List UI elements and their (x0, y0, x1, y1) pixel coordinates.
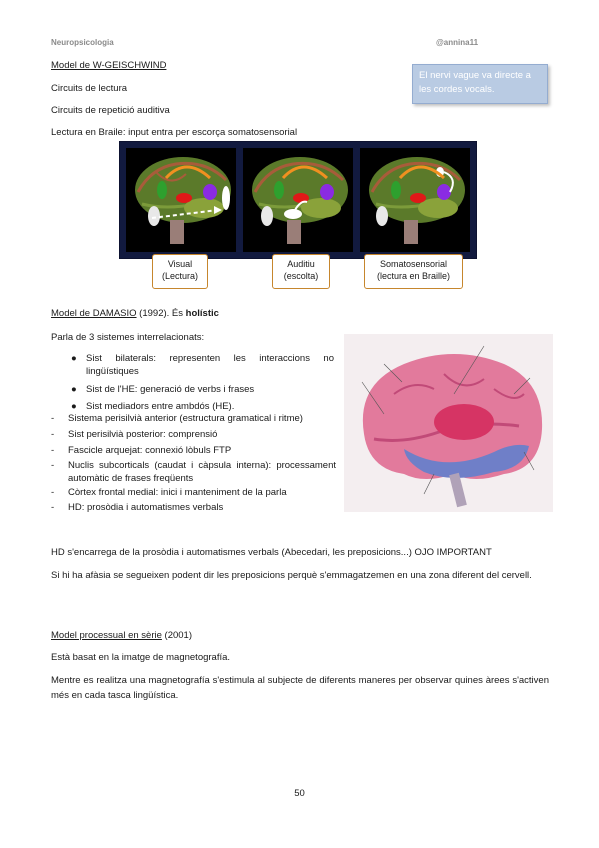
caption-line: Somatosensorial (379, 259, 448, 269)
brain-panel-auditory (243, 148, 353, 252)
header-right: @annina11 (436, 38, 479, 47)
list-item: -Sist perisilvià posterior: comprensió (51, 428, 336, 441)
paragraph-aphasia: Si hi ha afàsia se segueixen podent dir … (51, 570, 532, 581)
list-item-text: Sistema perisilvià anterior (estructura … (68, 413, 303, 424)
section-title-bold: holístic (185, 308, 219, 319)
caption-somatosensory: Somatosensorial (lectura en Braille) (364, 254, 463, 289)
list-item-text: Nuclis subcorticals (caudat i càpsula in… (68, 460, 336, 484)
section-title-damasio: Model de DAMASIO (1992). És holístic (51, 307, 219, 320)
brain-panel-visual (126, 148, 236, 252)
section-title-suffix: (1992). És (136, 308, 186, 319)
list-item-text: Sist bilaterals: representen les interac… (86, 353, 334, 377)
text-line: Està basat en la imatge de magnetografía… (51, 652, 231, 663)
brain-diagram (252, 157, 348, 244)
text-line: Circuits de lectura (51, 83, 128, 94)
section-title-text: Model de DAMASIO (51, 308, 137, 319)
header-left: Neuropsicologia (51, 38, 114, 47)
list-item: ●Sist mediadors entre ambdós (HE). (71, 401, 235, 412)
caption-visual: Visual (Lectura) (152, 254, 208, 289)
brain-panel-somatosensory (360, 148, 470, 252)
page-number: 50 (294, 788, 305, 799)
list-item-text: Còrtex frontal medial: inici i mantenime… (68, 487, 287, 498)
list-item: -Sistema perisilvià anterior (estructura… (51, 412, 336, 425)
list-item-text: Fascicle arquejat: connexió lòbuls FTP (68, 445, 232, 456)
caption-auditory: Auditiu (escolta) (272, 254, 330, 289)
list-item: -Còrtex frontal medial: inici i mantenim… (51, 486, 336, 499)
caption-line: Auditiu (287, 259, 315, 269)
list-item: -Nuclis subcorticals (caudat i càpsula i… (51, 460, 336, 484)
caption-line: Visual (167, 259, 193, 269)
brain-cortex-illustration (344, 334, 553, 512)
list-item: -HD: prosòdia i automatismes verbals (51, 501, 336, 514)
brain-cortex-diagram (361, 345, 543, 508)
list-item: -Fascicle arquejat: connexió lòbuls FTP (51, 444, 336, 457)
paragraph-important: HD s'encarrega de la prosòdia i automati… (51, 547, 492, 558)
caption-line: (Lectura) (161, 271, 198, 281)
section-title-suffix: (2001) (161, 630, 193, 641)
section-title-serial: Model processual en sèrie (2001) (51, 629, 192, 642)
text-line: Circuits de repetició auditiva (51, 105, 170, 116)
list-item: ●Sist bilaterals: representen les intera… (71, 353, 334, 377)
list-item-text: Sist mediadors entre ambdós (HE). (86, 401, 235, 412)
brain-diagram (135, 157, 231, 244)
text-line: Parla de 3 sistemes interrelacionats: (51, 332, 205, 343)
brain-diagram (369, 157, 465, 244)
section-title-text: Model processual en sèrie (51, 630, 162, 641)
caption-line: (lectura en Braille) (376, 271, 451, 281)
list-item-text: Sist perisilvià posterior: comprensió (68, 429, 218, 440)
list-item-text: HD: prosòdia i automatismes verbals (68, 502, 224, 513)
list-item-text: Sist de l'HE: generació de verbs i frase… (86, 384, 255, 395)
paragraph-magnetography: Mentre es realitza una magnetografía s'e… (51, 675, 549, 701)
bullet-list: ●Sist bilaterals: representen les intera… (68, 352, 334, 413)
caption-line: (escolta) (283, 271, 319, 281)
brain-circuits-figure (119, 141, 477, 259)
sticky-note: El nervi vague va directe a les cordes v… (412, 64, 548, 104)
section-title-geschwind: Model de W-GEISCHWIND (51, 60, 167, 71)
text-line: Lectura en Braile: input entra per escor… (51, 127, 298, 138)
list-item: ●Sist de l'HE: generació de verbs i fras… (71, 384, 255, 395)
